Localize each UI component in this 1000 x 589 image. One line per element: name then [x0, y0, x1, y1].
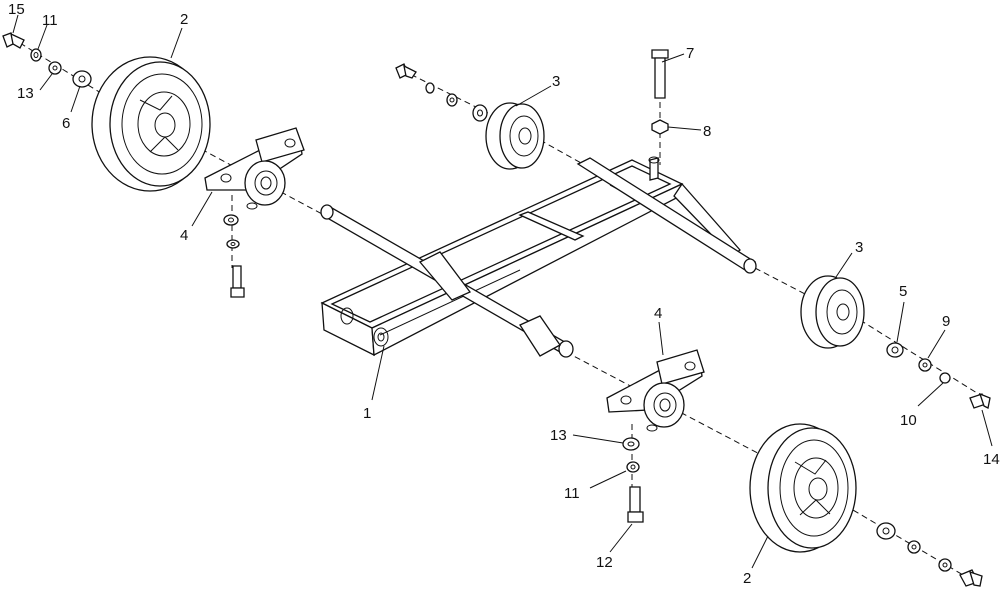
- callout-1: 1: [363, 405, 371, 422]
- bearing-block-right-part-4: [606, 349, 705, 432]
- callout-2-top: 2: [180, 11, 188, 28]
- callout-6: 6: [62, 115, 70, 132]
- bolt-bottom-right: [959, 569, 983, 587]
- callout-8: 8: [703, 123, 711, 140]
- bolt-part-14: [969, 392, 991, 409]
- bolt-part-12: [627, 486, 644, 523]
- wheel-bottom-right-part-2: [749, 423, 857, 553]
- callout-9: 9: [942, 313, 950, 330]
- callout-4-right: 4: [654, 305, 662, 322]
- callout-2-bottom: 2: [743, 570, 751, 587]
- callout-13-top: 13: [17, 85, 34, 102]
- callout-15: 15: [8, 1, 25, 18]
- bolt-left-vertical: [230, 265, 245, 298]
- bolt-top-center: [395, 63, 417, 79]
- wheel-top-left-part-2: [91, 56, 211, 192]
- callout-3-top: 3: [552, 73, 560, 90]
- callout-labels: 15 11 13 6 2 3 7 8 4 1 3 5 9 10 14 4 13 …: [8, 1, 1000, 587]
- callout-4-left: 4: [180, 227, 188, 244]
- bolt-part-7: [651, 49, 669, 99]
- frame-part-1: [320, 156, 741, 357]
- callout-11-bottom: 11: [564, 485, 580, 502]
- callout-12: 12: [596, 554, 613, 571]
- callout-13-bottom: 13: [550, 427, 567, 444]
- callout-11-top: 11: [42, 12, 58, 29]
- bearing-block-left-part-4: [204, 127, 305, 210]
- callout-7: 7: [686, 45, 694, 62]
- callout-14: 14: [983, 451, 1000, 468]
- callout-leader-lines: [12, 14, 993, 569]
- caster-wheel-right-part-3: [800, 275, 865, 349]
- callout-3-right: 3: [855, 239, 863, 256]
- callout-10: 10: [900, 412, 917, 429]
- axle-shafts: [320, 157, 757, 358]
- caster-wheel-top-part-3: [485, 102, 545, 170]
- bolt-part-15: [2, 32, 25, 49]
- callout-5: 5: [899, 283, 907, 300]
- washers-and-nuts: [30, 48, 952, 572]
